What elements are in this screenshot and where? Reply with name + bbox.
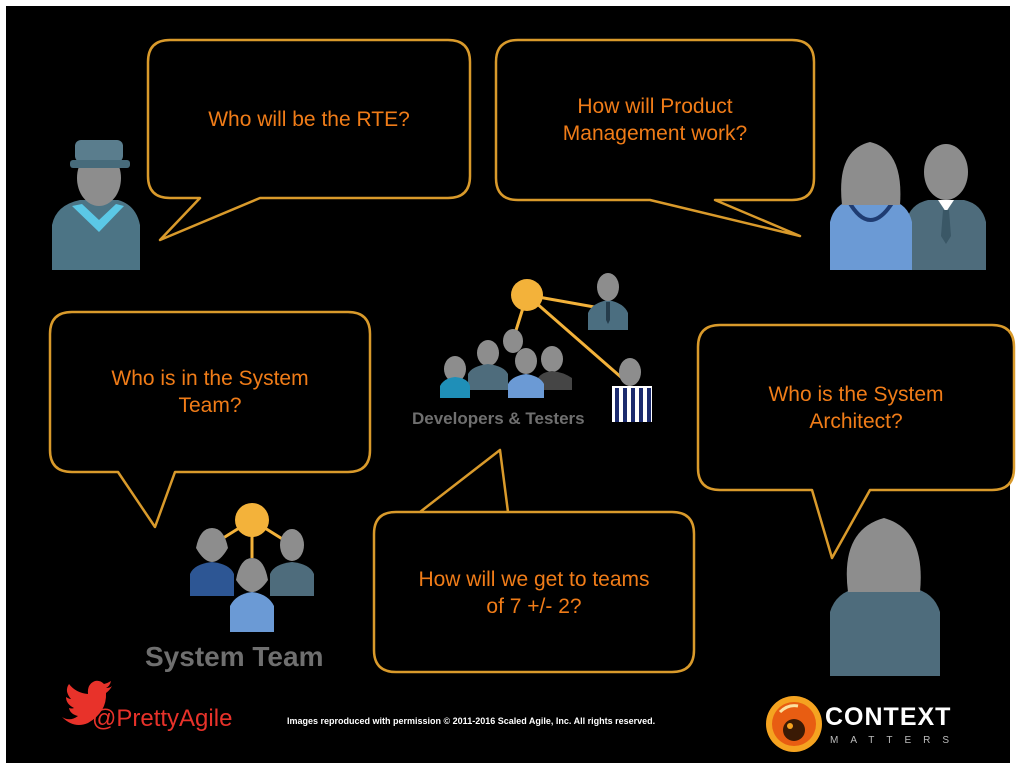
twitter-handle[interactable]: @PrettyAgile [92,705,233,732]
bubble-architect [696,323,1016,560]
developers-testers-network-icon [440,273,652,422]
twitter-bird-icon [62,680,112,725]
brand-name: CONTEXT [825,703,952,731]
bubble-teams-size [372,448,696,674]
brand-tagline: MATTERS [830,735,962,746]
copyright-credit: Images reproduced with permission © 2011… [287,716,656,726]
bubble-architect-text: Who is the System Architect? [768,382,944,433]
bubble-system-team-text: Who is in the System Team? [111,367,309,417]
rte-person-icon [52,140,140,270]
bubble-system-team [48,310,372,529]
bubble-rte-text: Who will be the RTE? [208,107,410,131]
context-matters-logo-icon [766,696,822,752]
bubble-product-management-text: How will Product Management work? [562,95,748,145]
bubble-product-management [494,38,816,238]
system-team-icon [190,503,314,632]
bubble-rte [146,38,472,242]
system-architect-person-icon [830,518,940,676]
system-team-label: System Team [145,641,324,672]
product-management-people-icon [830,142,986,270]
bubble-teams-size-text: How will we get to teams of 7 +/- 2? [418,568,650,618]
developers-testers-label: Developers & Testers [412,409,585,428]
